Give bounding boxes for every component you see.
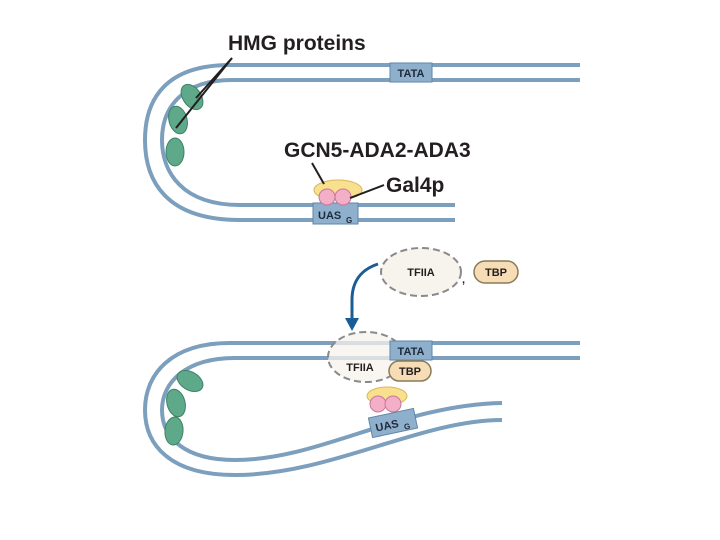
hmg-protein xyxy=(164,416,184,446)
bottom-hmg-proteins xyxy=(164,370,204,446)
top-uas-label: UAS xyxy=(318,210,341,222)
gal4p-circle xyxy=(369,395,387,413)
gal4p-label: Gal4p xyxy=(386,174,444,197)
top-dna-loop xyxy=(142,63,580,222)
top-uas-box: UAS G xyxy=(312,202,359,225)
incoming-tfiia: TFIIA xyxy=(380,247,462,297)
bottom-tbp: TBP xyxy=(388,360,432,382)
hmg-protein xyxy=(180,83,204,111)
hmg-protein xyxy=(166,388,186,418)
top-tata-box: TATA xyxy=(389,62,433,83)
top-dna-inner-strand xyxy=(159,78,580,207)
transition-arrow xyxy=(350,262,379,322)
factor-separator: , xyxy=(462,274,465,286)
top-tata-label: TATA xyxy=(398,68,425,80)
tfiia-top-label: TFIIA xyxy=(407,267,435,279)
bottom-coactivator-complex xyxy=(366,386,408,413)
hmg-protein xyxy=(176,370,204,392)
hmg-protein xyxy=(168,105,188,135)
incoming-tbp: TBP xyxy=(473,260,519,284)
top-coactivator-complex xyxy=(313,179,363,206)
gal4p-circle xyxy=(334,188,352,206)
gal4p-circle xyxy=(318,188,336,206)
complex-pointer-lines xyxy=(311,162,385,199)
bottom-uas-subscript: G xyxy=(403,422,411,432)
bottom-tata-box: TATA xyxy=(389,340,433,361)
tbp-top-label: TBP xyxy=(485,267,507,279)
bottom-tata-label: TATA xyxy=(398,346,425,358)
top-dna-outer-strand xyxy=(142,63,580,222)
gal4p-circle xyxy=(384,395,402,413)
hmg-pointer-lines xyxy=(175,57,233,129)
hmg-proteins-label: HMG proteins xyxy=(228,32,366,55)
gcn5-complex-label: GCN5-ADA2-ADA3 xyxy=(284,139,471,162)
top-uas-subscript: G xyxy=(346,216,352,225)
bottom-tfiia: TFIIA xyxy=(327,331,405,383)
transition-arrowhead xyxy=(345,318,359,331)
bottom-uas-label: UAS xyxy=(375,418,400,435)
tbp-bottom-label: TBP xyxy=(399,366,421,378)
tfiia-bottom-label: TFIIA xyxy=(346,362,374,374)
bottom-dna-outer-strand xyxy=(142,341,580,478)
hmg-protein xyxy=(165,137,185,167)
bottom-uas-box: UAS G xyxy=(367,407,419,439)
top-hmg-proteins xyxy=(165,83,204,167)
